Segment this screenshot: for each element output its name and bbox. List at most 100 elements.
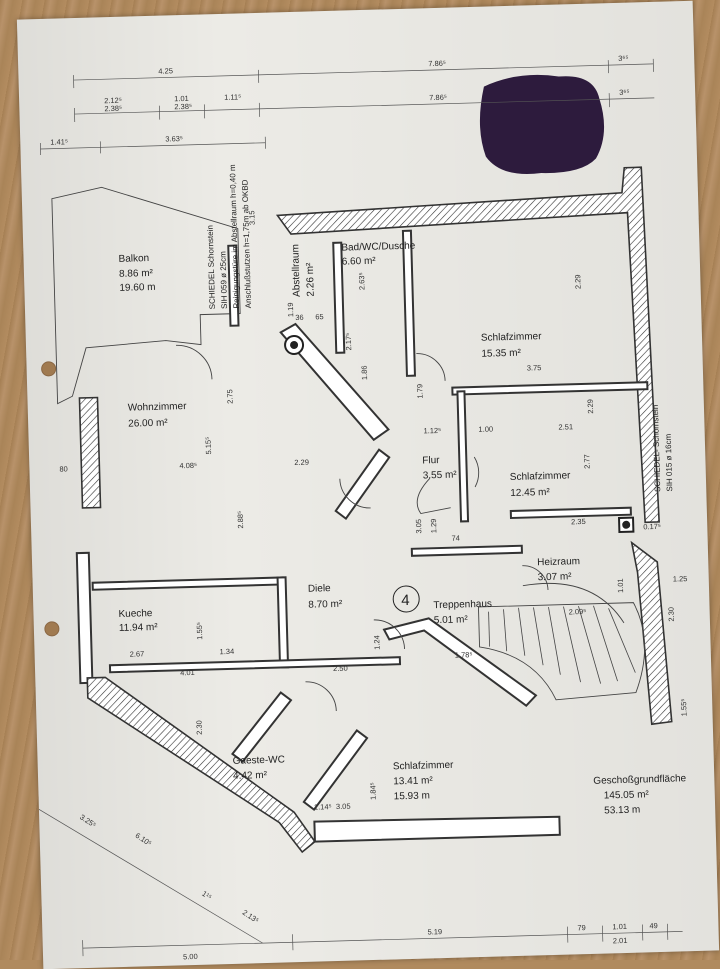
- room-flur-area: 3.55 m²: [423, 470, 458, 482]
- room-gaeste-wc-area: 4.42 m²: [233, 770, 268, 782]
- dim-int-1: 80: [59, 464, 68, 473]
- dim-v-4: 1.55⁵: [195, 622, 204, 640]
- dim-int-17: 1.12⁵: [423, 426, 441, 435]
- dim-v-18: 1.84⁵: [368, 782, 377, 800]
- dim-v-2: 5.15⁵: [204, 437, 213, 455]
- room-wohnzimmer-name: Wohnzimmer: [128, 401, 188, 414]
- punch-hole-bottom: [45, 622, 59, 636]
- floor-perimeter-value: 53.13 m: [604, 805, 640, 817]
- svg-text:SCHIEDEL- Schornstein: SCHIEDEL- Schornstein: [651, 405, 662, 492]
- room-diele-area: 8.70 m²: [308, 599, 343, 611]
- dim-int-10: 2.50: [333, 664, 348, 673]
- dim-int-7: 2.67: [130, 649, 145, 658]
- dim-top2-3: 1.11⁵: [224, 92, 241, 101]
- dim-v-14: 1.79: [415, 384, 424, 399]
- floor-area-value: 145.05 m²: [604, 789, 650, 801]
- room-schlafzimmer-1-area: 15.35 m²: [481, 348, 521, 360]
- dim-int-16: 1.00: [478, 424, 493, 433]
- dim-bottom-2: 5.19: [427, 927, 442, 936]
- dim-v-17: 1.24: [372, 635, 381, 650]
- dim-int-8: 1.34: [219, 647, 234, 656]
- dim-diag-1: 3.25⁵: [78, 812, 98, 829]
- dim-bottom-4b: 2.01: [613, 936, 628, 945]
- room-kueche-area: 11.94 m²: [119, 622, 159, 634]
- room-wohnzimmer-area: 26.00 m²: [128, 418, 168, 430]
- dim-int-18: 0.17⁵: [643, 522, 661, 531]
- dim-v-11: 2.63⁵: [357, 272, 366, 290]
- dim-v-21: 3.15: [247, 210, 256, 225]
- floor-plan-sheet: 4 Balkon 8.86 m² 19.60 m Wohnzimmer 26.0…: [17, 1, 719, 969]
- dim-v-13: 2.17⁵: [344, 333, 353, 351]
- dim-v-20: 1.01: [616, 578, 625, 593]
- dim-diag-3: 1¹⁵: [200, 889, 213, 902]
- dim-top-2: 7.86⁵: [428, 59, 446, 68]
- room-schlafzimmer-2-area: 12.45 m²: [510, 487, 550, 499]
- dim-diag-4: 2.13⁵: [241, 908, 261, 925]
- room-bad-name: Bad/WC/Dusche: [341, 241, 416, 254]
- circled-number: 4: [401, 592, 410, 609]
- dim-v-6: 2.29: [573, 274, 582, 289]
- room-heizraum-name: Heizraum: [537, 556, 580, 568]
- dim-int-19: 1.25: [673, 574, 688, 583]
- dim-int-38: 3.05: [336, 802, 351, 811]
- redaction-blob: [479, 73, 606, 175]
- svg-text:SIH 059 ø 25cm: SIH 059 ø 25cm: [218, 251, 229, 309]
- punch-hole-top: [41, 362, 55, 376]
- dim-int-24: 2.09⁵: [568, 607, 586, 616]
- floor-plan-drawing: 4 Balkon 8.86 m² 19.60 m Wohnzimmer 26.0…: [17, 1, 719, 969]
- dim-v-16: 3.05: [414, 519, 423, 534]
- svg-text:Anschlußstutzen h=1,75m ab OKB: Anschlußstutzen h=1,75m ab OKBD: [240, 179, 253, 308]
- room-heizraum-area: 3.07 m²: [538, 571, 573, 583]
- room-schlafzimmer-2-name: Schlafzimmer: [510, 470, 572, 483]
- dim-int-26: 2.35: [571, 517, 586, 526]
- dim-int-14: 3.75: [527, 363, 542, 372]
- dim-top2-4: 7.86⁵: [429, 93, 447, 102]
- dim-int-41: 74: [451, 533, 460, 542]
- dim-int-39: 36: [295, 313, 304, 322]
- dim-int-2: 4.08⁵: [179, 461, 197, 470]
- room-schlafzimmer-3-area: 13.41 m²: [393, 775, 433, 787]
- dim-diag-2: 6.10⁵: [134, 831, 154, 848]
- dim-int-15: 2.51: [558, 422, 573, 431]
- dim-v-9: 1.55⁵: [679, 698, 688, 716]
- dim-v-5: 2.30: [195, 720, 204, 735]
- dim-bottom-3: 79: [577, 923, 586, 932]
- dim-v-10: 1.19: [286, 302, 295, 317]
- dim-top3-2: 3.63⁵: [165, 134, 183, 143]
- dim-int-3: 2.29: [294, 458, 309, 467]
- bottom-dimension-lines: [39, 791, 683, 957]
- room-flur-name: Flur: [422, 455, 440, 466]
- dim-top2-5: 3⁶⁵: [619, 88, 630, 97]
- dim-v-15: 1.29: [429, 518, 438, 533]
- dim-int-9: 4.01: [180, 668, 195, 677]
- svg-text:SCHIEDEL Schornstein: SCHIEDEL Schornstein: [206, 225, 217, 309]
- dim-v-1: 2.75: [225, 389, 234, 404]
- dim-v-19: 2.29: [586, 399, 595, 414]
- dim-top-3: 3⁶⁵: [618, 54, 629, 63]
- floor-area-label: Geschoßgrundfläche: [593, 773, 687, 787]
- room-gaeste-wc-name: Gaeste-WC: [233, 754, 286, 766]
- dim-top3-1: 1.41⁵: [50, 137, 68, 146]
- room-schlafzimmer-1-name: Schlafzimmer: [481, 331, 543, 344]
- room-abstellraum-area: 2.26 m²: [305, 262, 317, 297]
- dim-v-7: 2.77: [582, 454, 591, 469]
- chimney-right-note: SCHIEDEL- Schornstein SIH 015 ø 16cm: [651, 404, 674, 492]
- room-kueche-name: Kueche: [118, 608, 153, 620]
- room-balkon-name: Balkon: [118, 253, 149, 265]
- dim-top2-2b: 2.38⁵: [174, 102, 192, 111]
- dim-bottom-5: 49: [649, 921, 658, 930]
- dim-top-1: 4.25: [158, 66, 173, 75]
- dim-v-8: 2.30: [667, 607, 676, 622]
- dim-int-25: 1.78⁵: [455, 650, 473, 659]
- room-schlafzimmer-3-name: Schlafzimmer: [393, 760, 455, 773]
- room-treppenhaus-area: 5.01 m²: [434, 614, 469, 626]
- dim-v-12: 1.86: [360, 365, 369, 380]
- dim-top2-1b: 2.38⁵: [104, 104, 122, 113]
- room-bad-area: 6.60 m²: [342, 256, 377, 268]
- room-balkon-area: 8.86 m²: [119, 268, 154, 280]
- room-balkon-perimeter: 19.60 m: [119, 282, 155, 294]
- room-treppenhaus-name: Treppenhaus: [433, 599, 492, 612]
- dim-v-3: 2.88⁵: [236, 511, 245, 529]
- svg-text:SIH 015 ø 16cm: SIH 015 ø 16cm: [664, 433, 675, 491]
- room-abstellraum-name: Abstellraum: [290, 244, 302, 297]
